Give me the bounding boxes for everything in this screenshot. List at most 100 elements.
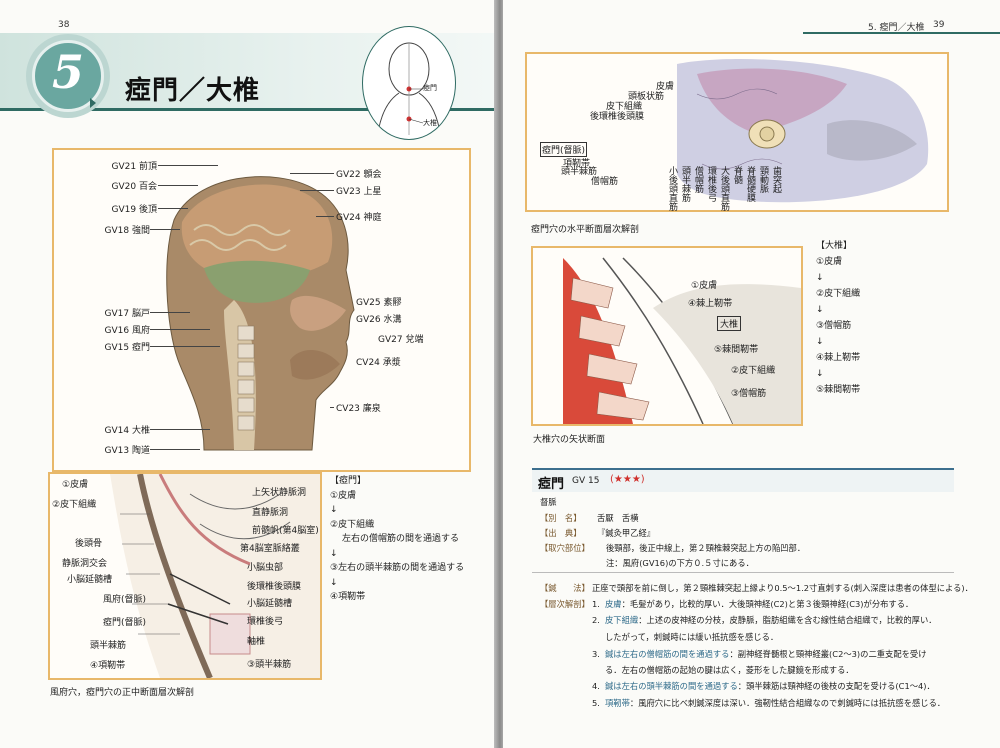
fig3-vertical-label: 小後頭直筋 <box>667 166 677 211</box>
fig4-label-dazhui: 大椎 <box>717 316 742 331</box>
step-arrow: ↓ <box>816 337 824 347</box>
fig3-vertical-label: 僧帽筋 <box>693 166 703 193</box>
leader-line <box>150 449 200 450</box>
fig1-label-gv15: GV15 瘂門 <box>104 343 150 353</box>
fig3-vertical-label: 歯突起 <box>771 166 781 193</box>
leader-line <box>150 346 220 347</box>
divider <box>532 572 954 573</box>
layer-row: 4.鍼は左右の頭半棘筋の間を通過する：頭半棘筋は頸神経の後枝の支配を受ける(C1… <box>592 680 935 692</box>
layer-text: ：頭半棘筋は頸神経の後枝の支配を受ける(C1～4)． <box>737 681 935 691</box>
fig1-label-gv19: GV19 後頂 <box>111 205 157 215</box>
fig2-label-atlas: 環椎後弓 <box>247 617 284 627</box>
fig2-label-yamen: 瘂門(督脈) <box>103 618 147 628</box>
point-code: GV 15 <box>572 476 600 486</box>
fig3-label-splenius: 頭板状筋 <box>628 92 665 102</box>
left-page: 38 5 瘂門／大椎 瘂門 大椎 <box>0 0 497 748</box>
location-note: 注：風府(GV16)の下方０.５寸にある． <box>606 558 754 568</box>
layer-row: 2.皮下組織：上述の皮神経の分枝，皮静脈，脂肪組織を含む線性結合組織で，比較的厚… <box>592 614 937 626</box>
fig2-label-cisterna-r: 小脳延髄槽 <box>247 599 293 609</box>
layer-lead: 鍼は左右の僧帽筋の間を通過する <box>605 649 730 659</box>
midsagittal-neck-figure <box>48 472 322 680</box>
dazhui-sagittal-figure <box>531 246 803 426</box>
fig1-label-gv24: GV24 神庭 <box>336 213 382 223</box>
page-number-left: 38 <box>58 20 70 30</box>
layer-lead: 項靭帯 <box>605 698 630 708</box>
layer-row: 1.皮膚：毛髪があり，比較的厚い．大後頭神経(C2)と第３後頸神経(C3)が分布… <box>592 598 913 610</box>
step-item: ④棘上靭帯 <box>816 353 861 363</box>
fig4-label-skin: ①皮膚 <box>691 281 718 291</box>
fig1-label-gv14: GV14 大椎 <box>104 426 150 436</box>
fig2-label-confluence: 静脈洞交会 <box>62 559 108 569</box>
alias-tag: 【別 名】 <box>540 513 582 523</box>
step-item: ②皮下組織 <box>330 519 375 530</box>
source-tag: 【出 典】 <box>540 528 582 538</box>
fig1-label-gv25: GV25 素髎 <box>356 298 402 308</box>
horizontal-section-figure <box>525 52 949 212</box>
layer-number: 1. <box>592 599 600 609</box>
fig1-label-gv16: GV16 風府 <box>104 326 150 336</box>
step-arrow: ↓ <box>816 305 824 315</box>
leader-line <box>300 190 334 191</box>
fig3-label-nuchal: 項靭帯 <box>563 159 591 169</box>
fig3-label-trapezius-top: 僧帽筋 <box>591 177 619 187</box>
header-rule <box>803 32 1000 34</box>
back-of-head-drawing <box>376 42 442 139</box>
step-item: ①皮膚 <box>330 490 357 501</box>
leader-line <box>316 216 334 217</box>
fig1-label-gv26: GV26 水溝 <box>356 315 402 325</box>
fig2-label-occipital: 後頭骨 <box>75 539 103 549</box>
fig2-label-axis: 軸椎 <box>247 637 266 647</box>
leader-line <box>158 165 218 166</box>
fig4-caption: 大椎穴の矢状断面 <box>533 435 606 445</box>
fig2-label-semispinalis-r: ③頭半棘筋 <box>247 660 292 670</box>
layer-number: 5. <box>592 698 600 708</box>
horizontal-section-illustration <box>677 59 929 203</box>
fig2-label-choroid: 第4脳室脈絡叢 <box>240 544 300 554</box>
location-text: 後頸部，後正中線上，第２頸椎棘突起上方の陥凹部． <box>606 543 806 553</box>
step-arrow: ↓ <box>816 273 824 283</box>
leader-line <box>150 429 210 430</box>
fig3-vertical-label: 脊髄硬膜 <box>745 166 755 202</box>
page-title: 瘂門／大椎 <box>125 76 261 106</box>
yamen-step-list: 【瘂門】 ①皮膚 ↓ ②皮下組織 左右の僧帽筋の間を通過する ↓ ③左右の頭半棘… <box>330 474 464 605</box>
right-page: 5. 瘂門／大椎 39 皮膚 頭板状筋 皮下組織 後環椎後頭膜 瘂門(督脈) 項… <box>503 0 1000 748</box>
layers-tag: 【層次解剖】 <box>540 599 590 609</box>
fig1-label-gv17: GV17 脳戸 <box>104 309 150 319</box>
fig3-vertical-label: 環椎後弓 <box>706 166 716 202</box>
steps-heading: 【瘂門】 <box>330 476 367 486</box>
thumb-label-yamen: 瘂門 <box>423 84 437 92</box>
layer-lead: 皮下組織 <box>605 615 639 625</box>
fig2-label-cisterna: 小脳延髄槽 <box>67 575 113 585</box>
layer-lead: 皮膚 <box>605 599 622 609</box>
layer-row: る．左右の僧帽筋の起始の腱は広く，菱形をした腱鏡を形成する． <box>592 664 854 676</box>
fig3-label-yamen: 瘂門(督脈) <box>540 142 588 157</box>
dazhui-step-list: 【大椎】 ①皮膚 ↓ ②皮下組織 ↓ ③僧帽筋 ↓ ④棘上靭帯 ↓ ⑤棘間靭帯 <box>816 238 860 398</box>
layer-text: ：風府穴に比べ刺鍼深度は深い．強靭性結合組織なので刺鍼時には抵抗感を感じる． <box>629 698 946 708</box>
fig4-label-trapezius: ③僧帽筋 <box>731 389 767 399</box>
leader-line <box>158 185 198 186</box>
point-meridian: 督脈 <box>540 497 557 507</box>
running-header: 5. 瘂門／大椎 <box>868 23 925 33</box>
fig4-label-subcutis: ②皮下組織 <box>731 366 776 376</box>
fig3-label-skin: 皮膚 <box>656 82 675 92</box>
fig1-label-gv20: GV20 百会 <box>111 182 157 192</box>
method-text: 正座で頭部を前に倒し，第２頸椎棘突起上縁より0.5～1.2寸直刺する(刺入深度は… <box>592 583 973 593</box>
fig1-label-gv27: GV27 兌端 <box>378 335 424 345</box>
layer-row: したがって，刺鍼時には緩い抵抗感を感じる． <box>592 631 778 643</box>
leader-line <box>150 329 210 330</box>
midsagittal-head-figure <box>52 148 471 472</box>
source-text: 『鍼灸甲乙経』 <box>597 528 656 538</box>
fig3-vertical-label: 脊髄 <box>732 166 742 184</box>
fig3-caption: 瘂門穴の水平断面層次解剖 <box>531 225 640 235</box>
step-item: ⑤棘間靭帯 <box>816 385 861 395</box>
fig2-label-subcutis: ②皮下組織 <box>52 500 97 510</box>
step-item: 左右の僧帽筋の間を通過する <box>342 534 460 544</box>
fig2-label-velum: 前髄帆(第4脳室) <box>252 526 319 536</box>
fig4-label-supraspinous: ④棘上靭帯 <box>688 299 733 309</box>
neck-section-illustration <box>110 474 320 678</box>
step-arrow: ↓ <box>330 505 338 515</box>
fig3-label-membrane: 後環椎後頭膜 <box>590 112 645 122</box>
point-header: 瘂門 GV 15 (★★★) <box>532 468 954 492</box>
step-arrow: ↓ <box>330 577 338 588</box>
layer-lead: 鍼は左右の頭半棘筋の間を通過する <box>605 681 738 691</box>
